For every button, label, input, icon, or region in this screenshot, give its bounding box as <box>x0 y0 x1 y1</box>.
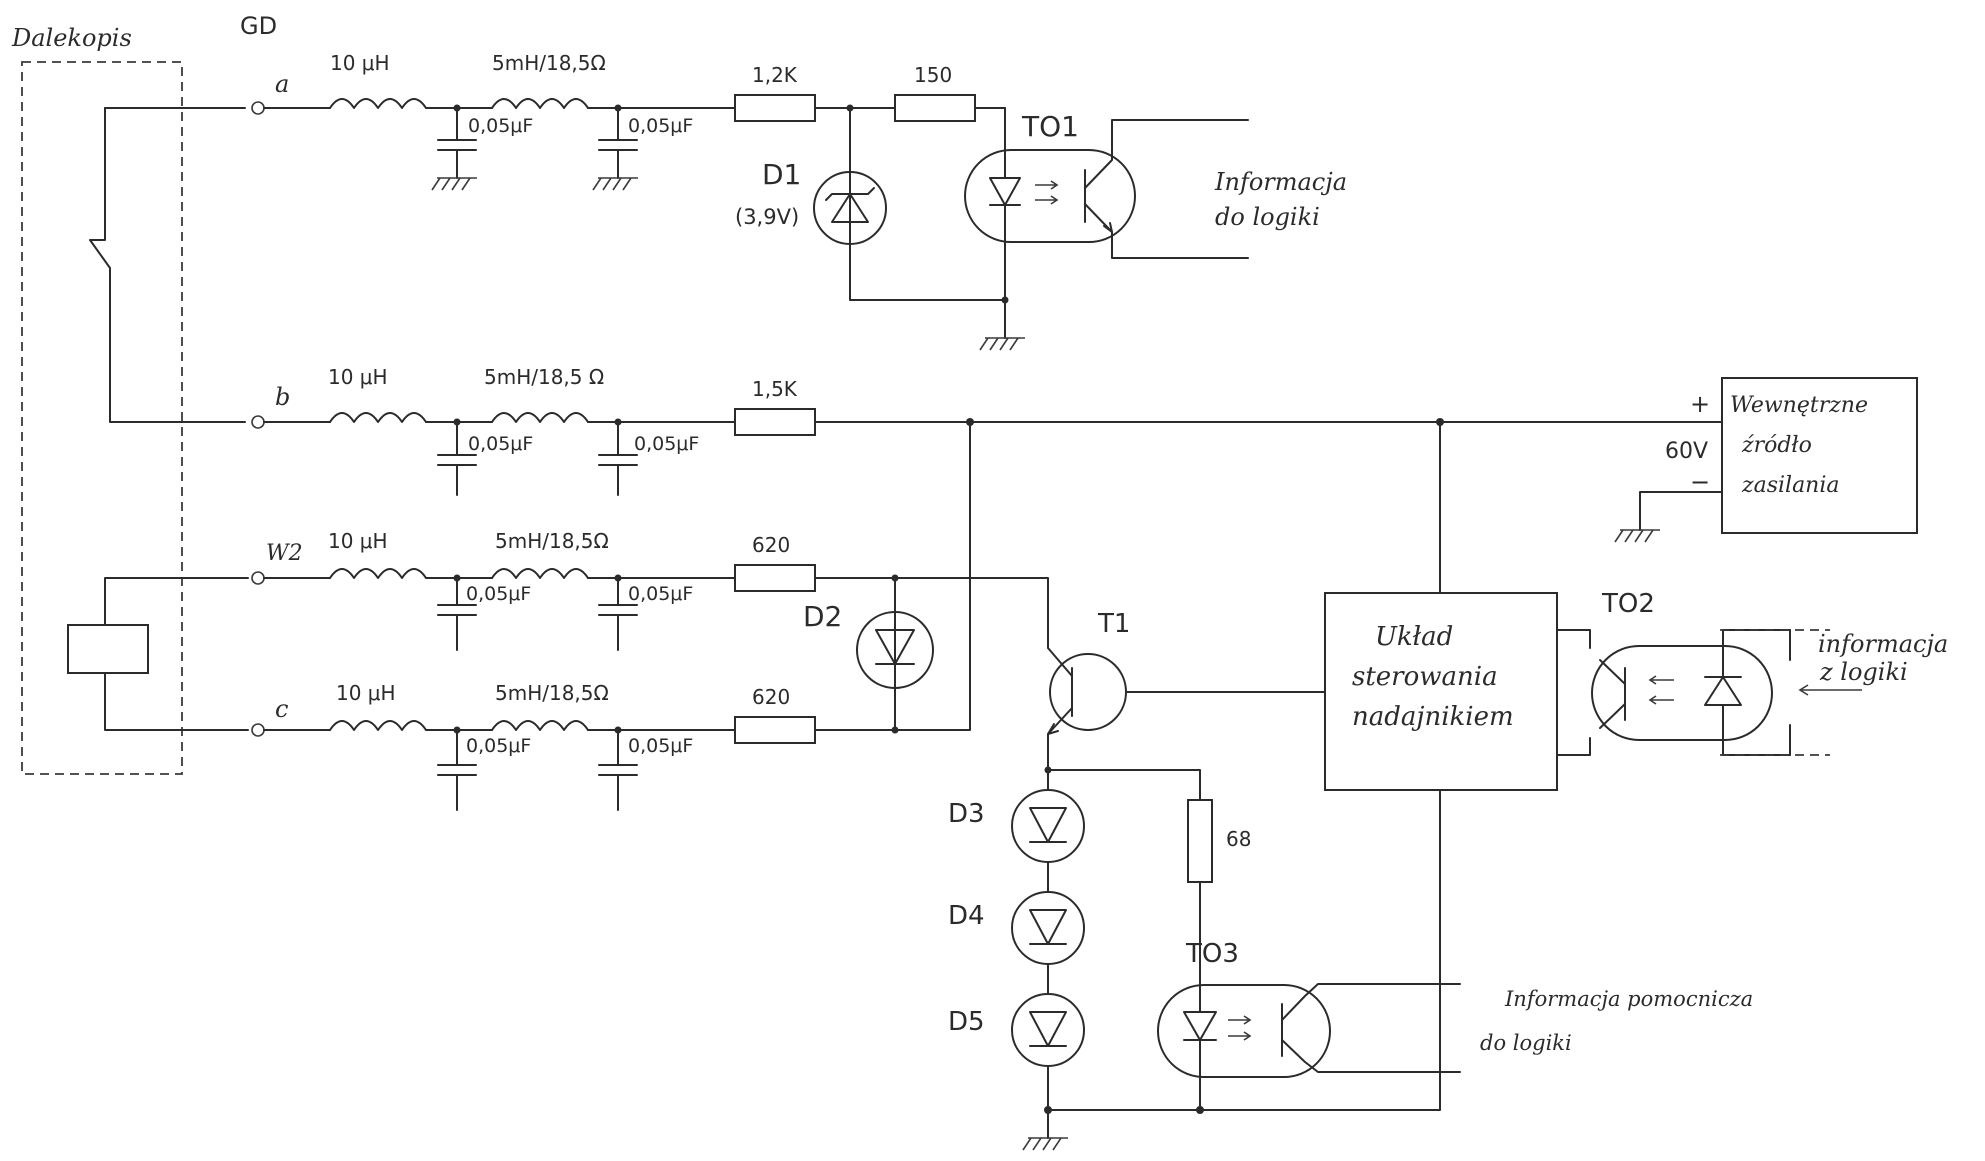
row-w2-cap1-label: 0,05μF <box>466 583 531 605</box>
row-c-resistor-label: 620 <box>752 685 790 709</box>
optocoupler-to1 <box>964 107 1249 301</box>
row-b-inductor1-label: 10 μH <box>328 365 388 389</box>
row-b-cap2-label: 0,05μF <box>634 433 699 455</box>
power-supply-line3: zasilania <box>1741 473 1840 498</box>
r68-resistor <box>1187 799 1213 986</box>
control-unit-block <box>1324 592 1558 791</box>
to2-label: TO2 <box>1601 589 1655 619</box>
power-plus-label: + <box>1690 390 1710 418</box>
power-voltage-label: 60V <box>1665 439 1708 464</box>
line-a-label: a <box>275 70 289 98</box>
row-c-cap2-label: 0,05μF <box>628 735 693 757</box>
r150-label: 150 <box>914 63 952 87</box>
power-supply-line2: źródło <box>1741 433 1812 458</box>
power-supply-block <box>1614 377 1918 543</box>
line-w2-label: W2 <box>266 541 303 566</box>
filter-row-c <box>263 720 736 811</box>
filter-row-w2 <box>263 568 736 651</box>
to3-output-line2: do logiki <box>1480 1031 1572 1055</box>
row-a-cap2-label: 0,05μF <box>628 115 693 137</box>
teleprinter-winding <box>67 577 249 731</box>
row-b-cap1-label: 0,05μF <box>468 433 533 455</box>
to2-input-line2: z logiki <box>1819 658 1908 686</box>
row-w2-cap2-label: 0,05μF <box>628 583 693 605</box>
to2-input-arrow <box>1798 684 1862 696</box>
to2-input-line1: informacja <box>1818 630 1948 658</box>
row-w2-inductor1-label: 10 μH <box>328 529 388 553</box>
row-b-inductor2-label: 5mH/18,5 Ω <box>484 365 604 389</box>
row-c-cap1-label: 0,05μF <box>466 735 531 757</box>
d2-diode <box>814 421 1049 734</box>
teleprinter-label: Dalekopis <box>11 24 132 52</box>
positive-bus <box>814 418 1723 594</box>
to1-ground <box>979 296 1025 351</box>
optocoupler-to3 <box>1157 983 1461 1111</box>
row-a-cap1-label: 0,05μF <box>468 115 533 137</box>
d1-zener <box>813 104 1006 301</box>
row-a-inductor2-label: 5mH/18,5Ω <box>492 51 606 75</box>
d2-label: D2 <box>803 600 842 633</box>
row-w2-inductor2-label: 5mH/18,5Ω <box>495 529 609 553</box>
to1-output-line1: Informacja <box>1214 168 1347 196</box>
d1-value-label: (3,9V) <box>735 205 799 229</box>
to1-output-line2: do logiki <box>1215 203 1320 231</box>
row-c-inductor2-label: 5mH/18,5Ω <box>495 681 609 705</box>
diode-chain <box>1011 766 1201 1111</box>
transistor-t1 <box>1047 647 1326 771</box>
to1-label: TO1 <box>1021 110 1079 143</box>
control-unit-line1: Układ <box>1375 622 1453 652</box>
teleprinter-box <box>21 61 183 775</box>
r68-label: 68 <box>1226 827 1251 851</box>
connector-terminals <box>251 101 265 737</box>
filter-row-a <box>263 98 736 191</box>
teleprinter-contact <box>89 107 246 423</box>
line-c-label: c <box>275 695 288 723</box>
ground-bus <box>1022 789 1441 1151</box>
d3-label: D3 <box>948 799 985 829</box>
optocoupler-to2 <box>1556 629 1830 756</box>
row-b-resistor-label: 1,5K <box>752 377 798 401</box>
filter-row-b <box>263 412 736 496</box>
d1-label: D1 <box>762 158 801 191</box>
power-minus-label: − <box>1690 468 1710 496</box>
row-c-inductor1-label: 10 μH <box>336 681 396 705</box>
to3-label: TO3 <box>1185 939 1239 969</box>
power-supply-line1: Wewnętrzne <box>1730 393 1868 418</box>
control-unit-line3: nadajnikiem <box>1352 702 1514 732</box>
d5-label: D5 <box>948 1007 985 1037</box>
control-unit-line2: sterowania <box>1352 662 1498 692</box>
resistors <box>734 94 976 744</box>
line-b-label: b <box>275 383 290 411</box>
row-a-inductor1-label: 10 μH <box>330 51 390 75</box>
gd-label: GD <box>240 12 277 40</box>
d4-label: D4 <box>948 901 985 931</box>
to3-output-line1: Informacja pomocnicza <box>1504 987 1753 1011</box>
row-a-resistor-label: 1,2K <box>752 63 798 87</box>
t1-label: T1 <box>1097 609 1130 639</box>
row-w2-resistor-label: 620 <box>752 533 790 557</box>
